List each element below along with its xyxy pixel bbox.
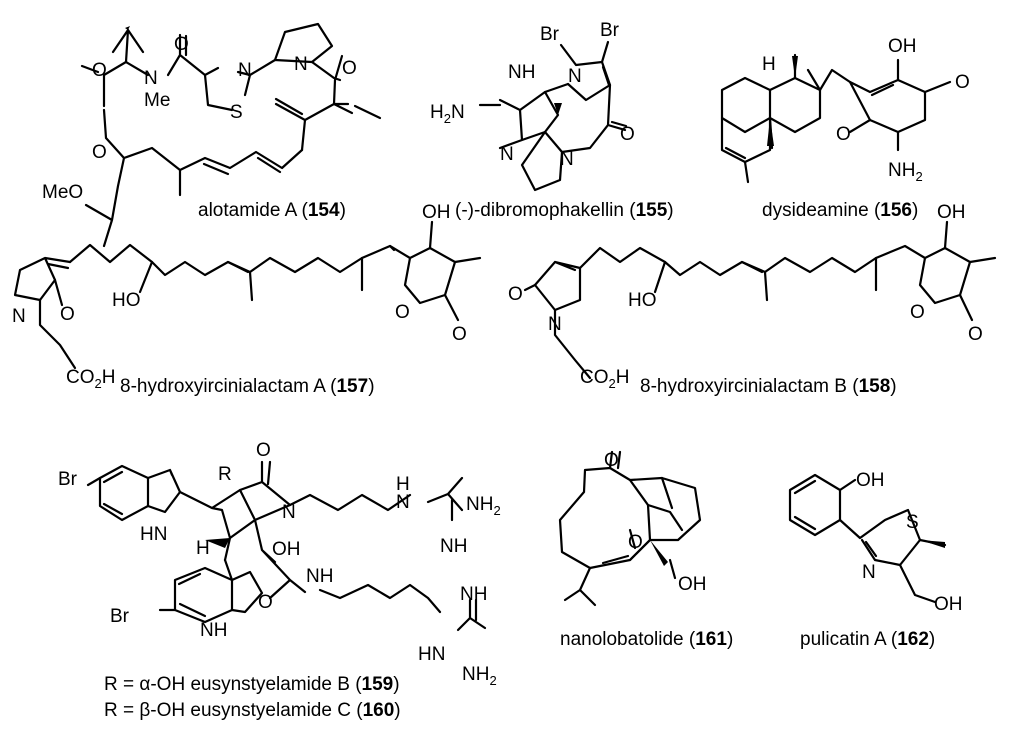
structure-156: H OH O O NH2 dysideamine (156) <box>720 36 970 221</box>
atom-nh2-159-a: NH2 <box>466 494 501 518</box>
atom-me-154: Me <box>144 90 170 111</box>
atom-o-158-c: O <box>968 324 983 345</box>
atom-n-159-a: N <box>282 502 296 523</box>
atom-nh-159-d: NH <box>440 536 467 557</box>
structure-161: O O OH nanolobatolide (161) <box>558 450 733 650</box>
atom-hn-159-b: HN <box>418 644 445 665</box>
structure-154: O N Me O N S N O O MeO alotamide A (154) <box>42 22 382 248</box>
atom-nh-159-c: H <box>396 474 410 495</box>
atom-meo-154: MeO <box>42 182 83 203</box>
atom-n-155-c: N <box>560 149 574 170</box>
atom-o-159-b: O <box>258 592 273 613</box>
atom-o-161-a: O <box>604 450 619 471</box>
atom-oh-159: OH <box>272 539 301 560</box>
atom-o-154-c: O <box>342 58 357 79</box>
atom-br-155-a: Br <box>540 24 560 45</box>
atom-n-154: N <box>144 68 158 89</box>
atom-r-159: R <box>218 464 232 485</box>
caption-162: pulicatin A (162) <box>800 629 935 650</box>
atom-n-155-b: N <box>500 144 514 165</box>
structure-159-160: Br HN R O N H OH NH O Br NH H N NH2 NH H… <box>58 440 501 721</box>
atom-nh2-159-b: NH2 <box>462 664 497 688</box>
atom-n-157: N <box>12 306 26 327</box>
atom-s-162: S <box>906 512 919 533</box>
atom-br-159-b: Br <box>110 606 130 627</box>
atom-oh-157: OH <box>422 202 451 223</box>
atom-hn-159-a: HN <box>140 524 167 545</box>
atom-ho-157: HO <box>112 290 141 311</box>
atom-o-157-b: O <box>395 302 410 323</box>
atom-o-157-c: O <box>452 324 467 345</box>
structure-162: OH S N OH pulicatin A (162) <box>788 470 963 650</box>
atom-oh-161: OH <box>678 574 707 595</box>
atom-oh-158: OH <box>937 202 966 223</box>
atom-n-159-c: N <box>396 492 410 513</box>
atom-co2h-157: CO2H <box>66 367 115 391</box>
caption-156: dysideamine (156) <box>762 200 918 221</box>
atom-n-158: N <box>548 314 562 335</box>
atom-o-158-a: O <box>508 284 523 305</box>
structure-157: N O CO2H HO OH O O 8-hydroxyircinialacta… <box>12 202 482 397</box>
atom-n-154-b: N <box>238 60 252 81</box>
caption-155: (-)-dibromophakellin (155) <box>455 200 674 221</box>
atom-co2h-158: CO2H <box>580 367 629 391</box>
atom-oh-156: OH <box>888 36 917 57</box>
atom-ho-158: HO <box>628 290 657 311</box>
atom-h-156: H <box>762 54 776 75</box>
atom-nh2-156: NH2 <box>888 160 923 184</box>
atom-o-159-a: O <box>256 440 271 461</box>
atom-nh-159-e: NH <box>460 584 487 605</box>
atom-oh-162: OH <box>856 470 885 491</box>
atom-br-155-b: Br <box>600 20 620 41</box>
atom-s-154: S <box>230 102 243 123</box>
atom-nh-155: NH <box>508 62 535 83</box>
caption-158: 8-hydroxyircinialactam B (158) <box>640 376 897 397</box>
atom-o-156-a: O <box>955 72 970 93</box>
atom-o-156-b: O <box>836 124 851 145</box>
atom-o-158-b: O <box>910 302 925 323</box>
caption-160: R = β-OH eusynstyelamide C (160) <box>104 700 401 721</box>
structure-158: O N CO2H HO OH O O 8-hydroxyircinialacta… <box>508 202 997 397</box>
atom-h2n-155: H2N <box>430 102 465 126</box>
atom-o-155: O <box>620 124 635 145</box>
caption-161: nanolobatolide (161) <box>560 629 733 650</box>
atom-nh-159-a: NH <box>306 566 333 587</box>
caption-154: alotamide A (154) <box>198 200 346 221</box>
atom-n-154-c: N <box>294 54 308 75</box>
atom-o-161-b: O <box>628 532 643 553</box>
atom-br-159-a: Br <box>58 469 78 490</box>
structure-155: Br Br NH N H2N N N O (-)-dibromophakelli… <box>430 20 674 221</box>
atom-o-157-a: O <box>60 304 75 325</box>
caption-157: 8-hydroxyircinialactam A (157) <box>120 376 375 397</box>
atom-o-154-b: O <box>174 34 189 55</box>
atom-o-154-d: O <box>92 142 107 163</box>
atom-h-159: H <box>196 538 210 559</box>
atom-nh-159-b: NH <box>200 620 227 641</box>
atom-o-154-a: O <box>92 60 107 81</box>
atom-oh-162-b: OH <box>934 594 963 615</box>
atom-n-162: N <box>862 562 876 583</box>
caption-159: R = α-OH eusynstyelamide B (159) <box>104 674 400 695</box>
atom-n-155-a: N <box>568 66 582 87</box>
